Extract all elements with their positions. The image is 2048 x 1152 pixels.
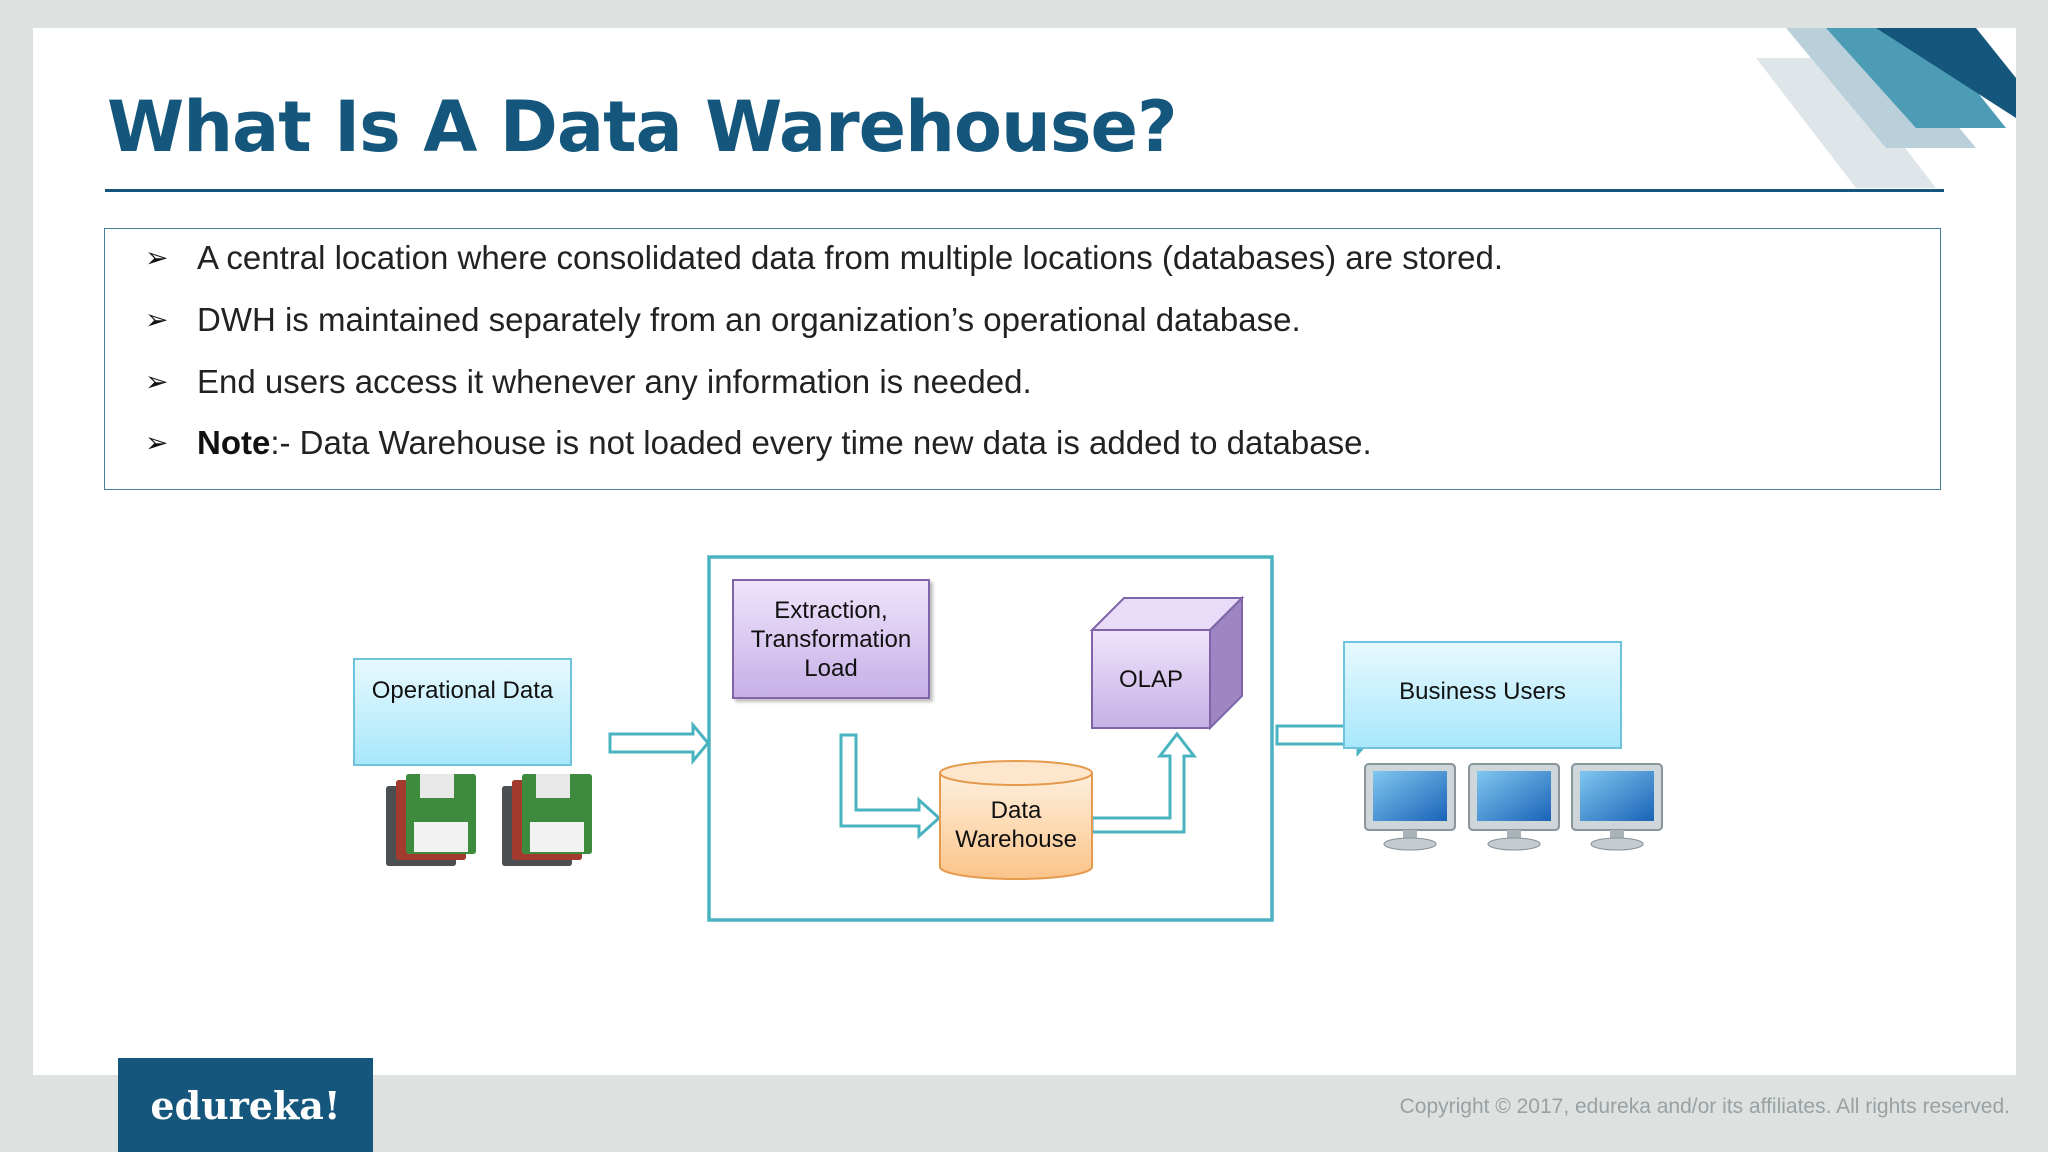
business-users-box: Business Users <box>1343 641 1622 749</box>
floppy-disk-stack-icon <box>386 774 476 866</box>
edureka-logo: edureka! <box>118 1058 373 1152</box>
etl-frame <box>707 555 1274 922</box>
bullet-item: ➢ End users access it whenever any infor… <box>105 357 1940 407</box>
bullet-item: ➢ Note:- Data Warehouse is not loaded ev… <box>105 418 1940 468</box>
bullet-text: A central location where consolidated da… <box>197 233 1503 283</box>
etl-box: Extraction, Transformation Load <box>732 579 930 699</box>
olap-label: OLAP <box>1118 665 1184 693</box>
bullet-text: DWH is maintained separately from an org… <box>197 295 1301 345</box>
floppy-disk-stack-icon <box>502 774 592 866</box>
arrow-bullet-icon: ➢ <box>145 304 169 335</box>
monitor-icon <box>1468 763 1560 851</box>
arrow-bullet-icon: ➢ <box>145 366 169 397</box>
slide: What Is A Data Warehouse? ➢ A central lo… <box>33 28 2016 1075</box>
bullet-item: ➢ DWH is maintained separately from an o… <box>105 295 1940 345</box>
bullet-body: :- Data Warehouse is not loaded every ti… <box>270 424 1372 461</box>
arrow-warehouse-to-olap-icon <box>1090 731 1198 834</box>
bullet-body: DWH is maintained separately from an org… <box>197 301 1301 338</box>
arrow-bullet-icon: ➢ <box>145 427 169 458</box>
arrow-bullet-icon: ➢ <box>145 242 169 273</box>
bullet-bold: Note <box>197 424 271 461</box>
bullet-body: End users access it whenever any informa… <box>197 363 1032 400</box>
bullet-item: ➢ A central location where consolidated … <box>105 233 1940 283</box>
page-title: What Is A Data Warehouse? <box>107 86 1178 168</box>
bullet-body: A central location where consolidated da… <box>197 239 1504 276</box>
data-warehouse-label: Data Warehouse <box>955 797 1077 853</box>
monitor-icon <box>1364 763 1456 851</box>
operational-data-box: Operational Data <box>353 658 572 766</box>
bullet-list: ➢ A central location where consolidated … <box>104 228 1941 490</box>
bullet-text: Note:- Data Warehouse is not loaded ever… <box>197 418 1372 468</box>
olap-cube-icon <box>1089 595 1245 731</box>
arrow-etl-to-warehouse-icon <box>839 733 942 840</box>
bullet-text: End users access it whenever any informa… <box>197 357 1032 407</box>
arrow-to-frame-icon <box>608 720 710 766</box>
corner-decoration <box>1756 28 2016 188</box>
copyright-text: Copyright © 2017, edureka and/or its aff… <box>1399 1095 2010 1118</box>
title-divider <box>105 189 1944 192</box>
monitor-icon <box>1571 763 1663 851</box>
data-warehouse-cylinder-icon <box>939 760 1093 880</box>
